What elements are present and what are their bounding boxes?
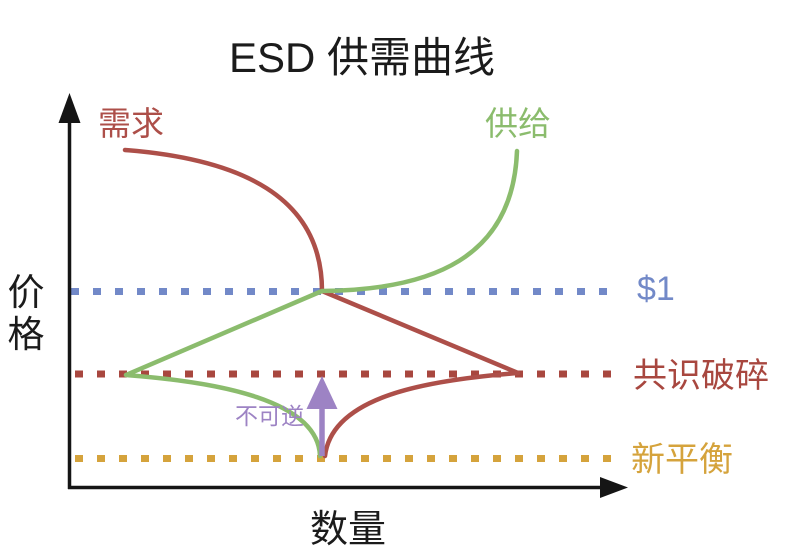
y-axis-label-char-2: 格 (8, 314, 45, 355)
x-axis-label: 数量 (310, 509, 386, 551)
consensus-break-line-label: 共识破碎 (633, 357, 769, 395)
y-axis (58, 93, 81, 489)
irreversible-label: 不可逆 (235, 403, 304, 429)
x-axis-arrowhead-icon (600, 477, 628, 498)
y-axis-arrowhead-icon (58, 93, 81, 123)
irreversible-arrow (306, 376, 338, 456)
demand-curve-label: 需求 (98, 105, 164, 142)
new-equilibrium-line-label: 新平衡 (631, 441, 733, 479)
chart-title: ESD 供需曲线 (229, 34, 495, 81)
x-axis (68, 477, 628, 498)
supply-curve (123, 148, 520, 459)
supply-curve-label: 供给 (485, 105, 551, 142)
y-axis-label-char-1: 价 (8, 272, 45, 313)
dollar-line-label: $1 (637, 270, 675, 308)
irreversible-arrowhead-icon (306, 376, 338, 409)
